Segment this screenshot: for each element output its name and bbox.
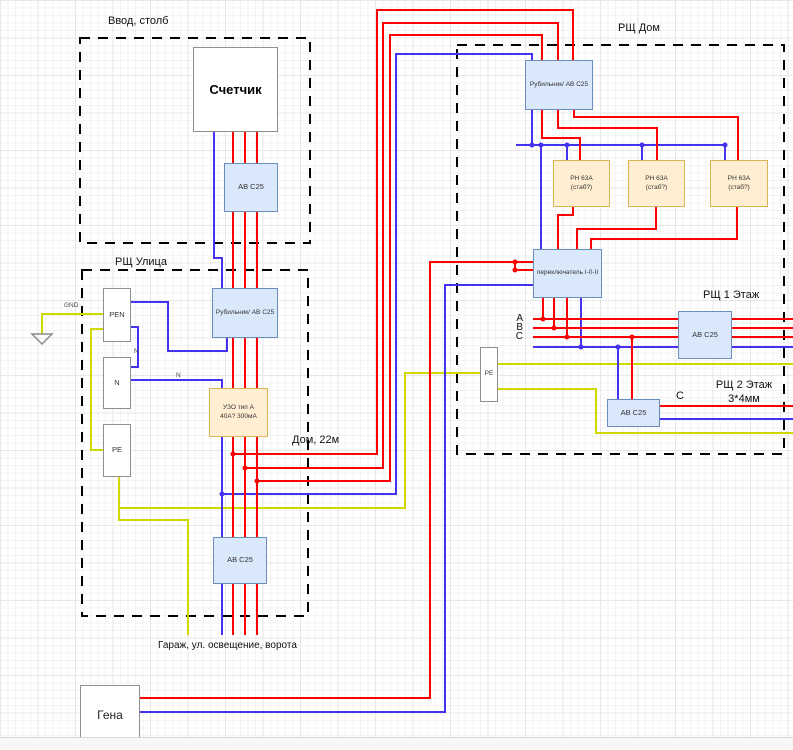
voltage-relay-2-line1: РН 63А [645, 174, 668, 182]
wire-pe [119, 372, 480, 509]
wire-n [213, 132, 223, 288]
wire-pe [41, 313, 103, 334]
page-boundary [0, 737, 793, 750]
voltage-relay-3-line1: РН 63А [727, 174, 751, 182]
breaker-floor1[interactable]: АВ С25 [678, 311, 732, 359]
pe-terminal-house-label: PE [484, 370, 494, 378]
wire-l [557, 110, 658, 160]
generator-box[interactable]: Гена [80, 685, 140, 745]
breaker-pole[interactable]: АВ С25 [224, 163, 278, 212]
main-switch-street-label: Рубильник/ АВ С25 [215, 308, 275, 316]
n-terminal-label: N [114, 377, 120, 387]
phase-a-label: А [516, 313, 523, 324]
voltage-relay-3-line2: (стаб?) [728, 183, 750, 191]
voltage-relay-1-line2: (стаб?) [570, 183, 593, 191]
wire-pe [498, 388, 793, 434]
voltage-relay-1-line1: РН 63А [570, 174, 593, 182]
wire-l [245, 22, 559, 469]
group-borders[interactable] [79, 37, 785, 617]
pe-terminal-house[interactable]: PE [480, 347, 498, 402]
section-title-vvod[interactable]: Ввод, столб [108, 15, 169, 27]
wire-n [131, 326, 139, 368]
wire-l-generator [140, 261, 533, 699]
wire-pe [90, 328, 103, 451]
wire-l [576, 207, 657, 249]
rcd-device[interactable]: УЗО тип А 40А? 300мА [209, 388, 268, 437]
wire-l [257, 34, 543, 482]
phase-b-label: В [516, 322, 523, 333]
changeover-switch-label: переключатель I-0-II [536, 269, 599, 277]
rcd-label-line1: УЗО тип А [223, 403, 254, 411]
wire-l [541, 110, 581, 160]
section-title-ulitsa[interactable]: РЩ Улица [115, 256, 167, 268]
wire-pe [118, 477, 189, 635]
breaker-garage[interactable]: АВ С25 [213, 537, 267, 584]
voltage-relay-2-line2: (стаб?) [645, 183, 668, 191]
n-tag-1: N [134, 348, 139, 355]
wire-l [573, 110, 739, 160]
breaker-pole-label: АВ С25 [238, 182, 264, 192]
floor2-phase-c-label: С [676, 390, 684, 402]
wire-n [131, 301, 228, 352]
pen-terminal[interactable]: PEN [103, 288, 131, 342]
phase-c-label: С [515, 331, 523, 342]
voltage-relay-1[interactable]: РН 63А (стаб?) [553, 160, 610, 207]
changeover-switch[interactable]: переключатель I-0-II [533, 249, 602, 298]
main-switch-house[interactable]: Рубильник/ АВ С25 [525, 60, 593, 110]
phase-wires [140, 9, 793, 699]
generator-label: Гена [97, 707, 123, 722]
meter-box[interactable]: Счетчик [193, 47, 278, 132]
breaker-garage-label: АВ С25 [227, 555, 253, 565]
pe-terminal-label: PE [111, 445, 122, 455]
n-terminal[interactable]: N [103, 357, 131, 409]
breaker-floor1-label: АВ С25 [692, 329, 718, 339]
pen-terminal-label: PEN [109, 309, 125, 319]
section-title-dom[interactable]: РЩ Дом [618, 22, 660, 34]
breaker-floor2[interactable]: АВ С25 [607, 399, 660, 427]
main-switch-house-label: Рубильник/ АВ С25 [529, 80, 589, 88]
floor1-title[interactable]: РЩ 1 Этаж [703, 289, 760, 301]
wire-l-generator [514, 262, 533, 271]
border-rsh-dom[interactable] [456, 44, 785, 455]
floor2-title-line1[interactable]: РЩ 2 Этаж [715, 379, 773, 391]
wire-l [233, 9, 574, 455]
pe-terminal[interactable]: PE [103, 424, 131, 477]
neutral-wires [131, 53, 793, 713]
border-rsh-ulitsa[interactable] [81, 269, 309, 617]
gnd-label: GND [64, 302, 79, 309]
junction-dots [219, 142, 728, 497]
meter-label: Счетчик [209, 81, 262, 97]
wire-l [590, 207, 738, 249]
dom-cable-annotation[interactable]: Дом, 22м [292, 434, 340, 446]
breaker-floor2-label: АВ С25 [620, 407, 647, 417]
voltage-relay-2[interactable]: РН 63А (стаб?) [628, 160, 685, 207]
floor2-title-line2[interactable]: 3*4мм [728, 393, 760, 405]
n-tag-2: N [176, 372, 181, 379]
rcd-label-line2: 40А? 300мА [220, 412, 257, 420]
voltage-relay-3[interactable]: РН 63А (стаб?) [710, 160, 768, 207]
pe-wires [41, 313, 793, 635]
ground-symbol-icon [30, 333, 54, 346]
garage-annotation[interactable]: Гараж, ул. освещение, ворота [158, 640, 297, 651]
wire-n-generator [140, 284, 533, 713]
border-vvod-stolb[interactable] [79, 37, 311, 244]
main-switch-street[interactable]: Рубильник/ АВ С25 [212, 288, 278, 338]
wire-l [557, 207, 574, 249]
